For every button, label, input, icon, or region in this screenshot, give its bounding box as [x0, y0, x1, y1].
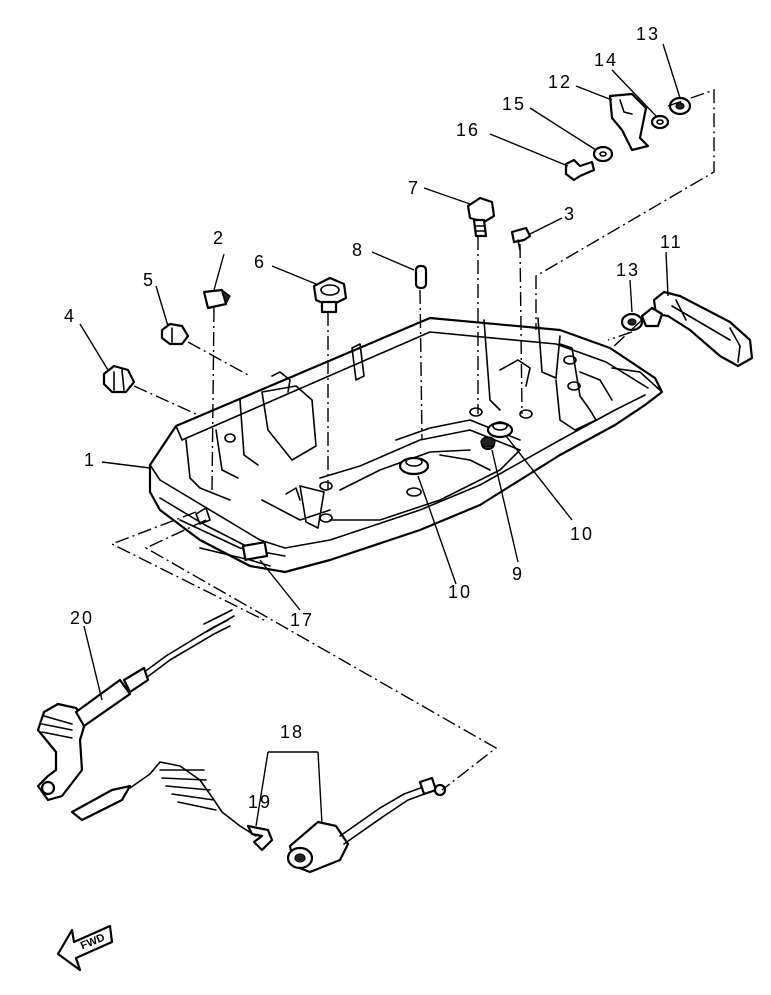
- label-4: 4: [64, 306, 76, 326]
- part-labels: 1 2 3 4 5 6 7 8 9 10 10 11 12 13 13 14 1…: [64, 24, 683, 812]
- leader-lines: [79, 43, 681, 827]
- part-3-screw: [510, 226, 532, 251]
- part-13-nut-right: [620, 312, 644, 332]
- part-13-nut-top: [668, 96, 692, 116]
- label-11: 11: [660, 232, 683, 252]
- label-9: 9: [512, 564, 524, 584]
- part-18-stop-switch: [286, 776, 447, 874]
- part-16-screw: [564, 158, 596, 182]
- bottom-cowling: [148, 316, 664, 574]
- fwd-arrow-icon: FWD: [56, 924, 114, 972]
- label-3: 3: [564, 204, 576, 224]
- label-19: 19: [248, 792, 272, 812]
- part-2-clip: [202, 288, 231, 310]
- part-15-washer: [592, 145, 614, 163]
- label-13-right: 13: [616, 260, 640, 280]
- label-13-top: 13: [636, 24, 660, 44]
- part-19-lanyard: [70, 761, 274, 852]
- label-15: 15: [502, 94, 526, 114]
- label-10-right: 10: [570, 524, 594, 544]
- part-8-pin: [414, 264, 428, 290]
- part-12-bracket: [608, 92, 650, 152]
- part-9-collar: [480, 436, 496, 448]
- label-16: 16: [456, 120, 480, 140]
- label-1: 1: [84, 450, 96, 470]
- part-20-switch-assembly: [36, 609, 235, 802]
- label-20: 20: [70, 608, 94, 628]
- label-7: 7: [408, 178, 420, 198]
- label-18: 18: [280, 722, 304, 742]
- assembly-lines: [110, 89, 715, 791]
- part-14-washer: [650, 114, 670, 130]
- label-2: 2: [213, 228, 225, 248]
- label-5: 5: [143, 270, 155, 290]
- label-17: 17: [290, 610, 314, 630]
- part-4-grommet: [102, 364, 136, 394]
- label-12: 12: [548, 72, 572, 92]
- part-5-grommet: [160, 322, 190, 346]
- label-6: 6: [254, 252, 266, 272]
- label-10-left: 10: [448, 582, 472, 602]
- part-11-lever: [640, 290, 754, 368]
- part-7-bolt: [466, 196, 496, 238]
- label-14: 14: [594, 50, 618, 70]
- part-6-plug: [312, 276, 348, 314]
- label-8: 8: [352, 240, 364, 260]
